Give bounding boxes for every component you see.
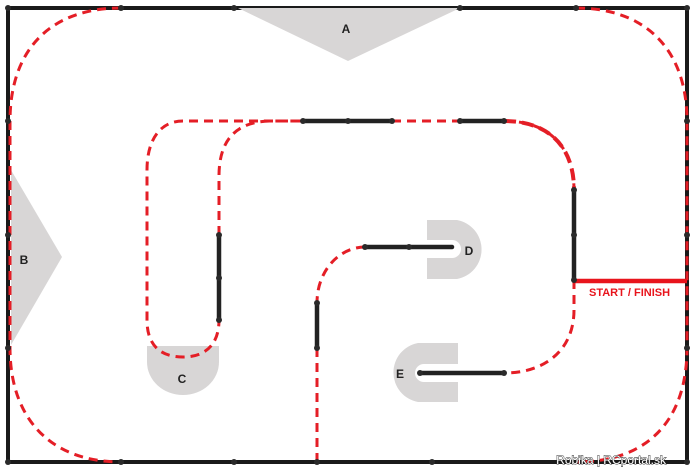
node [457,5,463,11]
zone-c-shape [147,346,219,395]
node [314,459,320,465]
node [5,459,11,465]
node [457,118,463,124]
zone-b-shape [11,170,62,345]
node [231,5,237,11]
track-boundary [6,6,689,464]
node [118,459,124,465]
credit-watermark: Robika | RCportal.sk [556,453,667,467]
node [684,232,690,238]
zone-a-label: A [342,22,351,36]
node [501,118,507,124]
zone-c-label: C [178,372,187,386]
node [216,317,222,323]
zone-d-label: D [465,244,474,258]
node [5,345,11,351]
node [118,5,124,11]
track-center-approach [315,245,366,304]
node [571,187,577,193]
track-right-bend-heavy [503,119,576,191]
zone-e-label: E [396,367,404,381]
node [571,277,577,283]
node [406,244,412,250]
node [314,300,320,306]
zone-a-shape [238,8,460,61]
zone-b-label: B [20,253,29,267]
node [5,5,11,11]
node [314,345,320,351]
node [389,118,395,124]
track-inner-left-return [217,119,303,235]
node [573,5,579,11]
node [216,232,222,238]
node [5,232,11,238]
node [429,459,435,465]
node [5,118,11,124]
node [216,275,222,281]
track-right-lower [503,280,576,375]
node [684,345,690,351]
track-inner-left-loop [145,119,303,359]
node [362,244,368,250]
node [231,459,237,465]
node [345,118,351,124]
node [300,118,306,124]
node [684,459,690,465]
node [684,5,690,11]
start-finish-label: START / FINISH [589,287,670,299]
node [417,370,423,376]
node [684,118,690,124]
node [571,232,577,238]
node [501,370,507,376]
